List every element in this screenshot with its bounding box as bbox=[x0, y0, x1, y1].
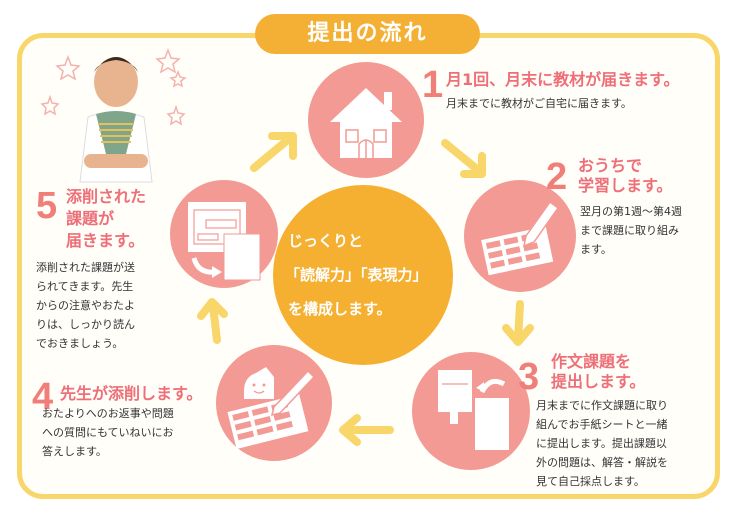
step-2-heading: おうちで 学習します。 bbox=[578, 156, 673, 195]
step-3-body: 月末までに作文課題に取り 組んでお手紙シートと一緒 に提出します。提出課題以 外… bbox=[536, 399, 668, 488]
step-2-body: 翌月の第1週〜第4週 まで課題に取り組み ます。 bbox=[580, 205, 682, 256]
step-2-number: 2 bbox=[546, 156, 568, 198]
step-4-number: 4 bbox=[32, 376, 54, 418]
mailbox-receive-icon bbox=[188, 202, 261, 281]
step-1-number: 1 bbox=[422, 64, 444, 106]
worksheet-pencil-icon bbox=[481, 200, 560, 276]
center-line-1: じっくりと bbox=[288, 232, 364, 250]
teacher-pen-icon bbox=[227, 367, 316, 449]
step-3-circle bbox=[412, 352, 530, 470]
step-2-circle bbox=[464, 180, 576, 292]
center-line-3: を構成します。 bbox=[288, 300, 392, 318]
step-5-number: 5 bbox=[36, 185, 58, 227]
center-message: じっくりと 「読解力」「表現力」 を構成します。 bbox=[273, 185, 453, 365]
arrow-4-to-5 bbox=[197, 298, 228, 344]
arrow-3-to-4 bbox=[339, 414, 394, 446]
house-icon bbox=[330, 88, 402, 158]
page-title: 提出の流れ bbox=[255, 14, 480, 54]
step-5-circle bbox=[170, 180, 278, 288]
arrow-2-to-3 bbox=[502, 300, 534, 346]
step-1-body: 月末までに教材がご自宅に届きます。 bbox=[446, 97, 632, 110]
step-1-heading: 月1回、月末に教材が届きます。 bbox=[446, 70, 680, 89]
arrow-1-to-2 bbox=[441, 139, 486, 178]
arrow-5-to-1 bbox=[250, 132, 297, 172]
child-photo bbox=[40, 47, 187, 183]
step-4-body: おたよりへのお返事や問題 への質問にもていねいにお 答えします。 bbox=[42, 407, 174, 458]
mailbox-envelope-icon bbox=[438, 370, 509, 450]
step-5-body: 添削された課題が送 られてきます。先生 からの注意やおたよ りは、しっかり読ん … bbox=[36, 261, 135, 350]
step-1-circle bbox=[308, 62, 424, 178]
step-3-number: 3 bbox=[518, 356, 540, 398]
step-4-heading: 先生が添削します。 bbox=[60, 384, 203, 403]
step-3-heading: 作文課題を 提出します。 bbox=[551, 352, 646, 391]
step-4-circle bbox=[216, 345, 332, 461]
center-line-2: 「読解力」「表現力」 bbox=[285, 266, 428, 284]
step-5-heading: 添削された 課題が 届きます。 bbox=[66, 187, 147, 250]
